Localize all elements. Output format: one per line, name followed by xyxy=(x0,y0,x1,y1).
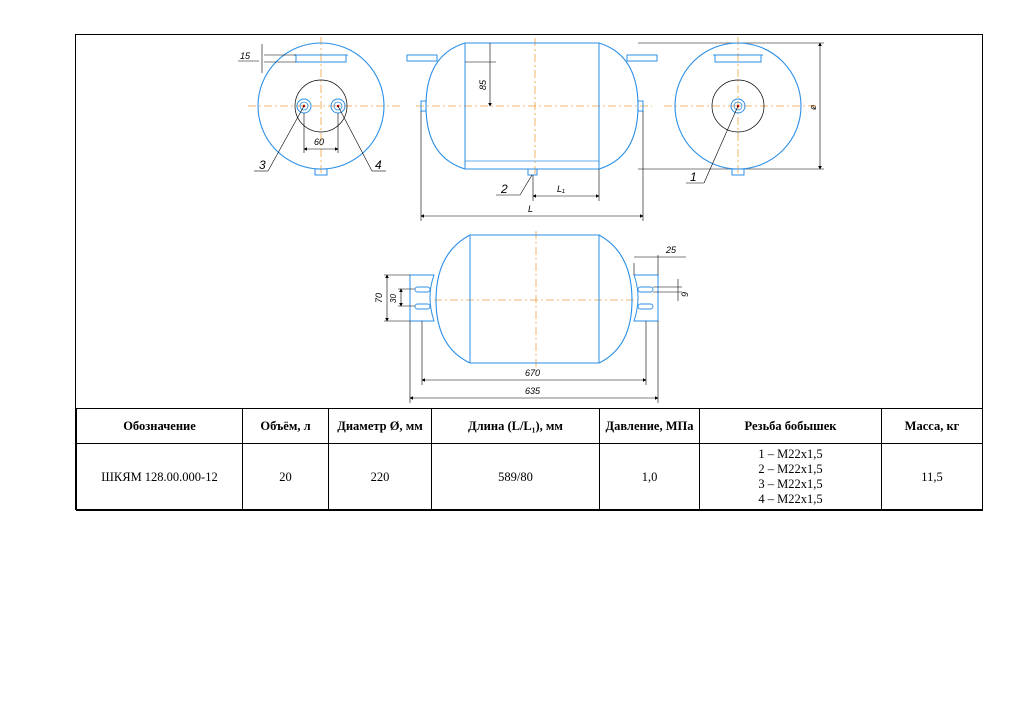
table-row: ШКЯМ 128.00.000-12 20 220 589/80 1,0 1 –… xyxy=(76,443,983,511)
dim-9: 9 xyxy=(680,292,690,297)
callout-2: 2 xyxy=(500,182,508,196)
dim-15: 15 xyxy=(240,51,251,61)
cell-designation: ШКЯМ 128.00.000-12 xyxy=(76,443,243,511)
dim-60: 60 xyxy=(314,137,324,147)
header-volume: Объём, л xyxy=(242,408,329,444)
dim-diameter: ø xyxy=(808,104,818,110)
header-designation: Обозначение xyxy=(76,408,243,444)
callout-3: 3 xyxy=(259,158,266,172)
left-end-view: 15 60 3 4 xyxy=(238,37,402,176)
callout-4: 4 xyxy=(375,158,382,172)
cell-diameter: 220 xyxy=(328,443,432,511)
top-view: 70 30 25 9 670 xyxy=(374,231,690,403)
thread-3: 3 – М22х1,5 xyxy=(758,477,823,491)
front-view: 85 ø L₁ L 2 xyxy=(406,38,824,221)
specification-table: Обозначение Объём, л Диаметр Ø, мм Длина… xyxy=(76,408,983,511)
cell-volume: 20 xyxy=(242,443,329,511)
dim-670: 670 xyxy=(525,368,540,378)
header-length: Длина (L/L₁), мм xyxy=(431,408,600,444)
dim-85: 85 xyxy=(478,79,488,90)
table-header-row: Обозначение Объём, л Диаметр Ø, мм Длина… xyxy=(76,408,983,444)
dim-l: L xyxy=(528,204,533,214)
drawing-sheet: 15 60 3 4 xyxy=(75,34,983,511)
right-end-view: 1 xyxy=(664,37,818,184)
drawing-svg: 15 60 3 4 xyxy=(238,37,824,403)
cell-pressure: 1,0 xyxy=(599,443,700,511)
thread-4: 4 – М22х1,5 xyxy=(758,492,823,506)
cell-threads: 1 – М22х1,5 2 – М22х1,5 3 – М22х1,5 4 – … xyxy=(699,443,882,511)
header-pressure: Давление, МПа xyxy=(599,408,700,444)
dim-70: 70 xyxy=(374,293,384,303)
cell-length: 589/80 xyxy=(431,443,600,511)
header-threads: Резьба бобышек xyxy=(699,408,882,444)
thread-1: 1 – М22х1,5 xyxy=(758,447,823,461)
dim-25: 25 xyxy=(665,245,677,255)
cell-mass: 11,5 xyxy=(881,443,983,511)
header-diameter: Диаметр Ø, мм xyxy=(328,408,432,444)
dim-635: 635 xyxy=(525,386,541,396)
dim-l1: L₁ xyxy=(557,184,565,194)
callout-1: 1 xyxy=(690,170,697,184)
technical-drawing: 15 60 3 4 xyxy=(76,35,982,408)
dim-30: 30 xyxy=(389,294,398,303)
header-mass: Масса, кг xyxy=(881,408,983,444)
thread-2: 2 – М22х1,5 xyxy=(758,462,823,476)
